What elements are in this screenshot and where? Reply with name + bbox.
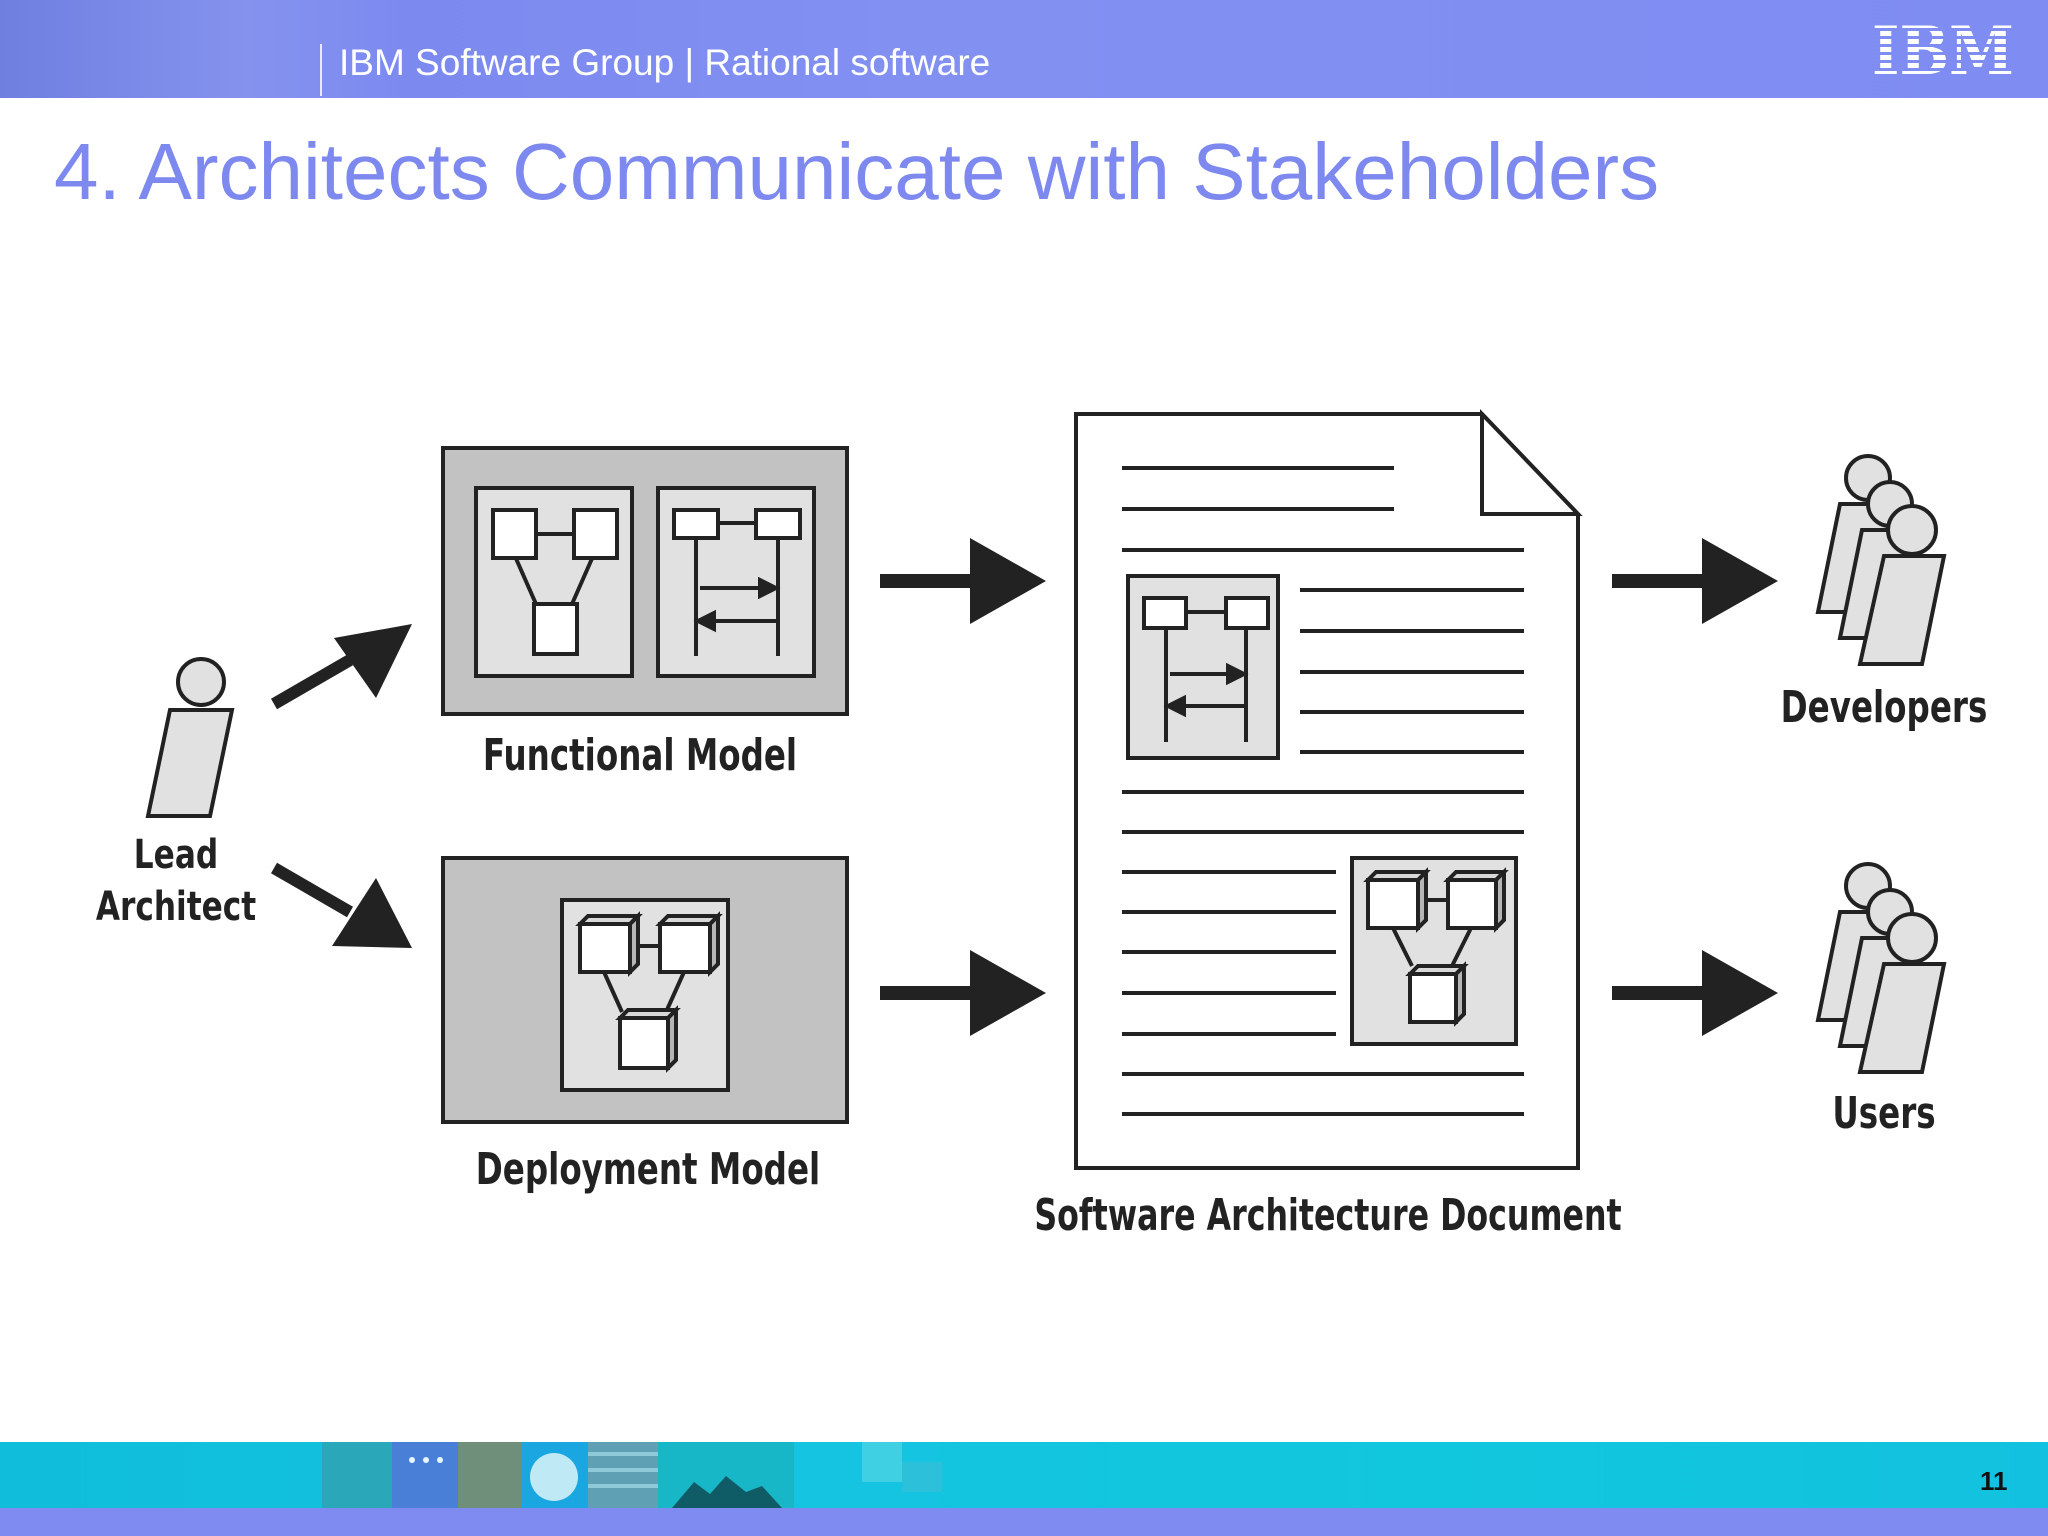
arrow-functional-to-document-icon <box>880 538 1046 624</box>
ibm-logo: IBM IBM <box>1872 20 2014 80</box>
arrow-to-deployment-icon <box>270 862 412 948</box>
users-people-group-icon <box>1815 862 1947 1074</box>
arrow-document-to-developers-icon <box>1612 538 1778 624</box>
header-separator <box>320 44 322 96</box>
footer-bottom-bar <box>0 1508 2048 1536</box>
arrow-to-functional-icon <box>270 624 412 710</box>
footer-image-strip <box>322 1442 942 1508</box>
developers-label: Developers <box>1781 682 1988 733</box>
functional-model-label: Functional Model <box>483 730 797 781</box>
document-label: Software Architecture Document <box>1034 1190 1621 1242</box>
developers-people-group-icon <box>1815 454 1947 666</box>
page-number: 11 <box>1980 1466 2008 1496</box>
deployment-model-box <box>441 856 849 1124</box>
functional-model-box <box>441 446 849 716</box>
users-label: Users <box>1832 1088 1935 1139</box>
slide-title: 4. Architects Communicate with Stakehold… <box>54 127 1660 216</box>
header-group-label: IBM Software Group | Rational software <box>339 42 991 83</box>
header-bar: IBM Software Group | Rational software I… <box>0 0 2048 98</box>
lead-architect-person-icon <box>145 657 235 818</box>
document-icon <box>1074 409 1583 1170</box>
arrow-deployment-to-document-icon <box>880 950 1046 1036</box>
lead-architect-label-line2: Architect <box>96 884 256 930</box>
lead-architect-label-line1: Lead <box>134 832 218 878</box>
arrow-document-to-users-icon <box>1612 950 1778 1036</box>
deployment-model-label: Deployment Model <box>476 1144 820 1195</box>
footer-band <box>0 1442 2048 1508</box>
